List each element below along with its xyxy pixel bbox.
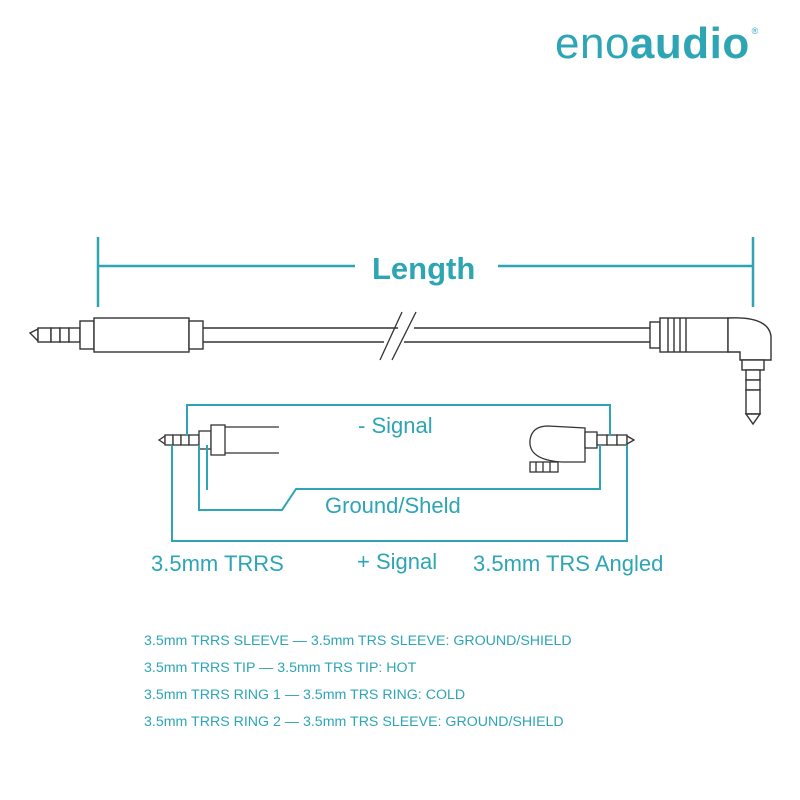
straight-plug-top — [28, 317, 204, 353]
wiring-note: 3.5mm TRRS TIP — 3.5mm TRS TIP: HOT — [144, 660, 417, 676]
angled-plug-small — [529, 425, 636, 473]
length-label: Length — [372, 251, 476, 286]
wire-traces — [171, 404, 628, 542]
wiring-note: 3.5mm TRRS SLEEVE — 3.5mm TRS SLEEVE: GR… — [144, 633, 572, 649]
wiring-schematic — [157, 404, 636, 542]
length-dimension — [96, 237, 755, 307]
minus-signal-wire — [186, 404, 611, 436]
wiring-note: 3.5mm TRRS RING 2 — 3.5mm TRS SLEEVE: GR… — [144, 714, 564, 730]
cable-illustration — [28, 311, 772, 426]
ground-shield-label: Ground/Sheld — [325, 493, 461, 518]
trrs-connector-label: 3.5mm TRRS — [151, 551, 284, 576]
enoaudio-logo: enoaudio® — [555, 19, 758, 68]
minus-signal-label: - Signal — [358, 413, 433, 438]
plus-signal-label: + Signal — [357, 549, 438, 574]
logo-text-light: eno — [555, 19, 630, 68]
plus-signal-wire — [171, 445, 628, 542]
wiring-note: 3.5mm TRRS RING 1 — 3.5mm TRS RING: COLD — [144, 687, 466, 703]
trs-angled-connector-label: 3.5mm TRS Angled — [473, 551, 664, 576]
angled-plug-top — [649, 317, 772, 426]
logo-text-bold: audio — [629, 19, 750, 68]
straight-plug-small — [157, 424, 279, 456]
registered-mark: ® — [751, 26, 759, 36]
ground-wire — [198, 445, 601, 511]
cable-line — [203, 311, 650, 361]
wiring-notes: 3.5mm TRRS SLEEVE — 3.5mm TRS SLEEVE: GR… — [144, 628, 572, 736]
